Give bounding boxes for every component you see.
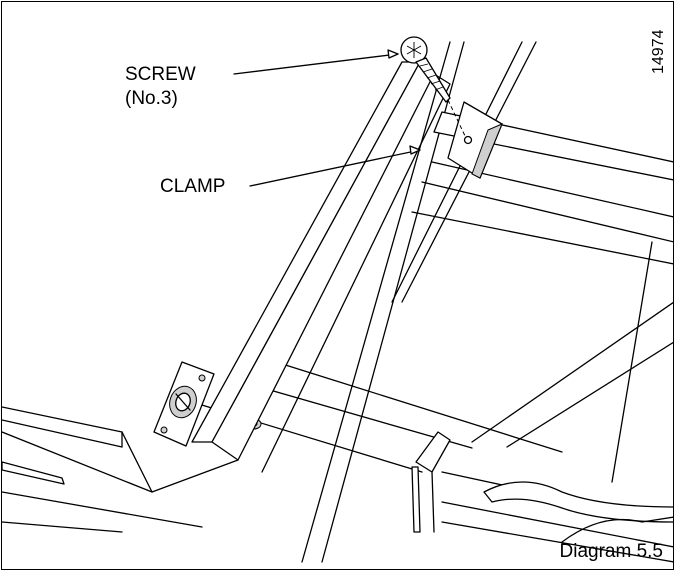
seal-strip [483,481,673,543]
diagram-caption: Diagram 5.5 [559,541,664,562]
screw-size-label: (No.3) [125,88,178,109]
clamp-label: CLAMP [160,176,226,197]
screw-part [400,36,467,139]
latch-plate [153,361,215,447]
screw-label: SCREW [125,64,196,85]
inner-panel [411,211,673,483]
clamp-part [447,101,503,179]
leader-lines [233,49,421,187]
bottom-left-rail [2,461,203,533]
lower-bracket [411,431,451,533]
reference-number: 14974 [650,29,667,75]
